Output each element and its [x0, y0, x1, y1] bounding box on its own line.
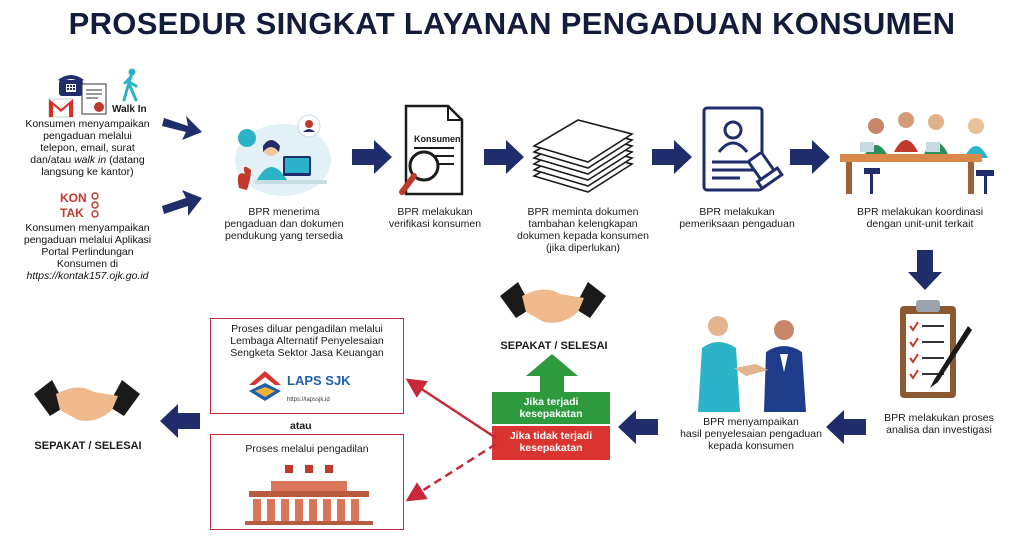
letter-icon: [80, 82, 110, 116]
text-line: BPR menyampaikan: [703, 416, 799, 428]
text-line: Proses diluar pengadilan melalui: [231, 323, 383, 335]
text-line: kesepakatan: [519, 408, 583, 420]
arrow-left-icon: [618, 410, 658, 444]
text-line: Konsumen menyampaikan: [25, 118, 150, 130]
text-line: BPR melakukan: [397, 206, 473, 218]
kontak-url[interactable]: https://kontak157.ojk.go.id: [26, 270, 149, 282]
kontak157-logo: KON TAK: [58, 190, 128, 220]
text-line: kepada konsumen: [708, 440, 794, 452]
step1-caption: BPR menerima pengaduan dan dokumen pendu…: [220, 206, 348, 242]
text-line: BPR melakukan koordinasi: [856, 206, 984, 218]
agent-computer-icon: [225, 108, 337, 200]
text-line: Sengketa Sektor Jasa Keuangan: [230, 347, 384, 359]
source1-text: Konsumen menyampaikan pengaduan melalui …: [0, 118, 175, 178]
text-line: dan/atau walk in (datang: [30, 154, 145, 166]
text-line: pemeriksaan pengaduan: [679, 218, 795, 230]
laps-logo-icon: [247, 369, 283, 403]
text-line: dokumen kepada konsumen: [517, 230, 649, 242]
text-line: Jika tidak terjadi: [509, 430, 593, 442]
clipboard-pen-icon: [894, 296, 974, 406]
document-magnifier-icon: [398, 104, 468, 200]
text-line: Portal Perlindungan: [41, 246, 134, 258]
source2-text: Konsumen menyampaikan pengaduan melalui …: [0, 222, 175, 282]
step3-caption: BPR meminta dokumen tambahan kelengkapan…: [512, 206, 654, 254]
arrow-right-icon: [790, 140, 830, 174]
text-line: Konsumen menyampaikan: [25, 222, 150, 234]
atau-label: atau: [290, 420, 312, 432]
text-line: BPR menerima: [248, 206, 320, 218]
handshake-icon: [498, 276, 608, 332]
text-line: BPR meminta dokumen: [527, 206, 639, 218]
arrow-right-icon: [652, 140, 692, 174]
handshake-people-icon: [684, 312, 818, 412]
text-line: kesepakatan: [519, 442, 583, 454]
text-line: Jika terjadi: [523, 396, 579, 408]
arrow-down-icon: [908, 250, 942, 290]
text-line: Konsumen di: [56, 258, 119, 270]
laps-process-box: Proses diluar pengadilan melalui Lembaga…: [210, 318, 404, 414]
team-meeting-icon: [836, 104, 1004, 200]
text-line: verifikasi konsumen: [388, 218, 482, 230]
step7-caption: BPR menyampaikan hasil penyelesaian peng…: [666, 416, 836, 452]
court-process-box: Proses melalui pengadilan: [210, 434, 404, 530]
arrow-right-icon: [162, 190, 202, 216]
text-line: telepon, email, surat: [40, 142, 135, 154]
text-line: pengaduan dan dokumen: [224, 218, 344, 230]
agreement-no-box: Jika tidak terjadi kesepakatan: [492, 426, 610, 460]
walking-person-icon: [120, 68, 142, 102]
step4-caption: BPR melakukan pemeriksaan pengaduan: [672, 206, 802, 230]
gmail-icon: [48, 98, 74, 118]
handshake-icon: [32, 374, 142, 430]
text-line: pendukung yang tersedia: [225, 230, 343, 242]
text-line: BPR melakukan proses: [884, 412, 994, 424]
text-line: pengaduan melalui: [43, 130, 132, 142]
agreement-yes-box: Jika terjadi kesepakatan: [492, 392, 610, 424]
laps-box-text: Proses diluar pengadilan melalui Lembaga…: [211, 323, 403, 359]
step2-caption: BPR melakukan verifikasi konsumen: [380, 206, 490, 230]
text-line: tambahan kelengkapan: [528, 218, 638, 230]
arrow-left-icon: [826, 410, 866, 444]
svg-text:TAK: TAK: [60, 206, 84, 220]
laps-logo-text: LAPS SJK: [287, 373, 351, 388]
profile-stamp-icon: [700, 104, 784, 198]
text-line: Lembaga Alternatif Penyelesaian: [230, 335, 384, 347]
text-line: hasil penyelesaian pengaduan: [680, 428, 822, 440]
step6-caption: BPR melakukan proses analisa dan investi…: [864, 412, 1014, 436]
arrow-right-icon: [352, 140, 392, 174]
page-title: PROSEDUR SINGKAT LAYANAN PENGADUAN KONSU…: [68, 6, 956, 41]
text-line: (jika diperlukan): [545, 242, 621, 254]
walk-in-label: Walk In: [112, 104, 147, 115]
arrow-left-icon: [160, 404, 200, 438]
text-line: dengan unit-unit terkait: [866, 218, 974, 230]
text-line: BPR melakukan: [699, 206, 775, 218]
agree-left-label: SEPAKAT / SELESAI: [34, 440, 142, 452]
text-line: analisa dan investigasi: [886, 424, 992, 436]
svg-text:KON: KON: [60, 191, 87, 205]
agree-top-label: SEPAKAT / SELESAI: [500, 340, 608, 352]
step5-caption: BPR melakukan koordinasi dengan unit-uni…: [840, 206, 1000, 230]
phone-icon: [56, 72, 86, 98]
text-line: langsung ke kantor): [41, 166, 134, 178]
red-arrow-icon: [405, 378, 497, 502]
arrow-up-icon: [526, 354, 578, 400]
doc-label: Konsumen: [414, 134, 461, 144]
court-box-text: Proses melalui pengadilan: [245, 443, 369, 455]
courtroom-icon: [241, 465, 377, 525]
paper-stack-icon: [528, 112, 638, 198]
arrow-right-icon: [484, 140, 524, 174]
laps-url[interactable]: https://lapssjk.id: [287, 397, 330, 403]
text-line: pengaduan melalui Aplikasi: [23, 234, 152, 246]
arrow-right-icon: [162, 116, 202, 140]
